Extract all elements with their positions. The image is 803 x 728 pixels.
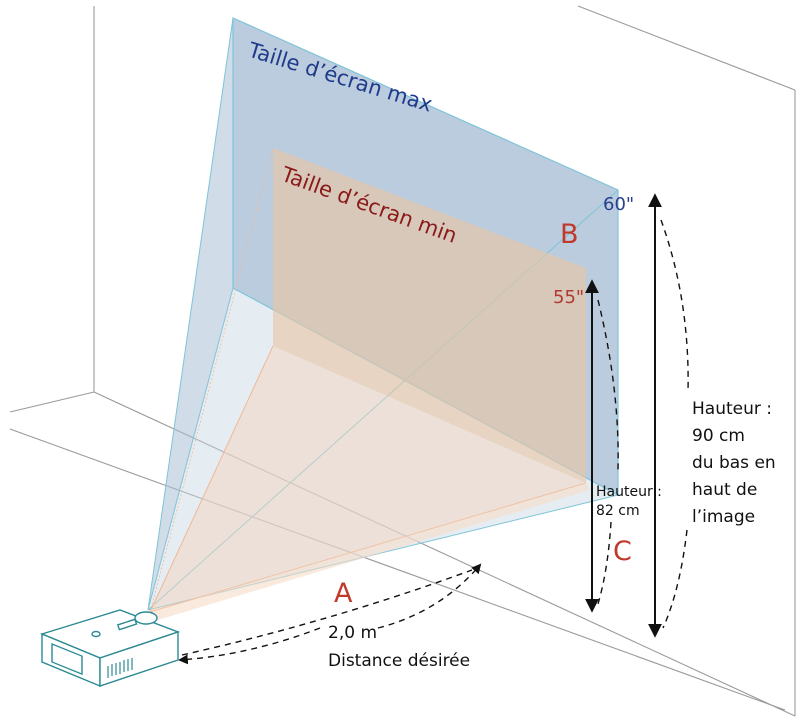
distance-value: 2,0 m <box>328 623 377 643</box>
projector-panel <box>51 643 83 676</box>
room-outline <box>9 5 796 717</box>
distance-caption: Distance désirée <box>328 651 470 671</box>
floor-back-edge-line <box>9 391 95 413</box>
min-height-line-1: Hauteur : <box>596 484 662 500</box>
letter-c-label: C <box>613 536 632 567</box>
projector-vents <box>107 658 133 678</box>
max-beam-edge-left <box>147 287 234 611</box>
min-height-leader-top <box>597 299 619 471</box>
projector-button <box>91 630 101 638</box>
max-height-line-4: haut de <box>692 480 757 500</box>
min-height-text: Hauteur : 82 cm <box>596 484 662 519</box>
min-screen <box>273 148 586 483</box>
min-height-leader-bottom <box>597 521 612 605</box>
max-height-leader-top <box>660 219 689 393</box>
floor-front-line <box>9 428 786 711</box>
floor-wall-edge-line <box>93 391 796 717</box>
letter-a-label: A <box>334 578 353 609</box>
distance-leader-right <box>377 563 482 629</box>
max-height-text: Hauteur : 90 cm du bas en haut de l’imag… <box>692 399 776 527</box>
max-size-label: 60" <box>603 194 634 215</box>
dashed-leaders <box>178 219 689 665</box>
wall-top-edge-line <box>577 5 796 91</box>
max-beam-edge-top <box>147 17 234 611</box>
max-height-line-1: Hauteur : <box>692 399 772 419</box>
min-beam-bottom-face <box>150 346 586 612</box>
min-beam-edge-left <box>149 345 274 613</box>
letter-b-label: B <box>560 219 579 250</box>
max-height-leader-bottom <box>662 529 688 629</box>
distance-leader-left <box>178 627 321 665</box>
min-beam <box>149 147 590 620</box>
projector-lens <box>134 611 158 625</box>
projector-top-slot <box>116 618 138 631</box>
min-size-label: 55" <box>553 287 584 308</box>
max-height-line-2: 90 cm <box>692 426 745 446</box>
max-height-line-3: du bas en <box>692 453 776 473</box>
min-floor-strip <box>150 483 590 620</box>
max-height-line-5: l’image <box>692 507 755 527</box>
min-height-line-2: 82 cm <box>596 503 640 519</box>
projector-icon <box>39 609 181 688</box>
min-beam-edge-top <box>149 147 274 613</box>
